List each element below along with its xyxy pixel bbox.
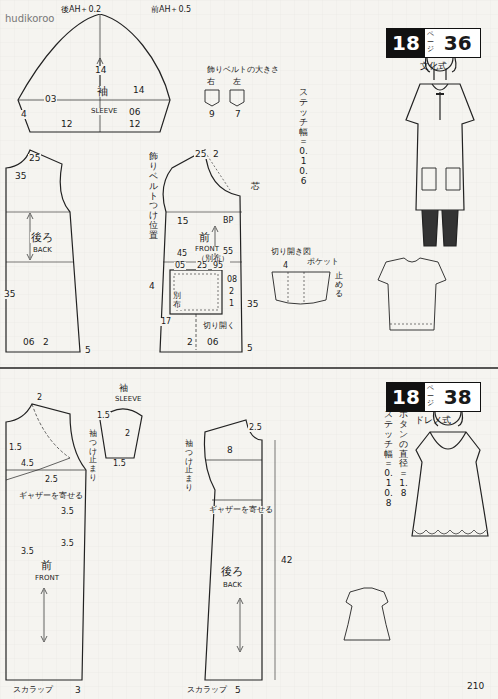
dimension-label: 06 [128, 108, 141, 117]
dimension-label: 06 [206, 338, 219, 347]
dimension-label: 2.5 [248, 424, 263, 432]
vertical-note: ボタンの直径＝1.8 [398, 410, 409, 499]
dimension-label: 袖 [96, 86, 109, 97]
dimension-label: 4 [282, 262, 289, 270]
dimension-label: BP [222, 217, 234, 225]
dimension-label: 2 [228, 288, 235, 296]
dimension-label: 2 [36, 394, 43, 402]
dimension-label: 06 [22, 338, 35, 347]
vertical-note: 袖つけ止まり [184, 440, 194, 493]
vertical-note: ステッチ幅＝0.1 0.8 [383, 410, 394, 509]
dimension-label: 5 [84, 346, 92, 355]
dimension-label: 後ろ [30, 232, 54, 243]
dimension-label: 3.5 [20, 548, 35, 556]
dimension-label: 4 [20, 110, 28, 119]
method-name: 文化式 [387, 60, 480, 73]
vertical-note: 止める [334, 272, 344, 298]
method-name: ドレメ式 [387, 414, 480, 427]
dimension-label: 25 [28, 154, 41, 163]
dimension-label: SLEEVE [114, 396, 142, 403]
dimension-label: 左 [232, 78, 242, 86]
dimension-label: 15 [176, 217, 189, 226]
dimension-label: 08 [226, 276, 238, 284]
item-badge: 18ページ38ドレメ式 [386, 382, 481, 412]
dimension-label: 7 [234, 110, 242, 119]
dimension-label: 後AH＋0.2 [60, 6, 102, 14]
dimension-label: 1.5 [8, 444, 23, 452]
dimension-label: 2 [124, 430, 131, 438]
dimension-label: 12 [60, 120, 73, 129]
dimension-label: 14 [132, 86, 145, 95]
dimension-label: 4.5 [20, 460, 35, 468]
dimension-label: 3.5 [60, 540, 75, 548]
dimension-label: 前 [40, 560, 53, 571]
dimension-label: SLEEVE [90, 108, 118, 115]
dimension-label: 4 [148, 282, 156, 291]
dimension-label: 1.5 [96, 412, 111, 420]
dimension-label: 2 [42, 338, 50, 347]
dimension-label: ポケット [306, 258, 340, 266]
dimension-label: 42 [280, 556, 293, 565]
dimension-label: 12 [128, 120, 141, 129]
dimension-label: 05 [174, 262, 186, 270]
dimension-label: 9 [208, 110, 216, 119]
page-unit: ページ [425, 29, 436, 57]
dimension-label: BACK [32, 247, 53, 254]
dimension-label: 5 [246, 344, 254, 353]
dimension-label: 03 [44, 95, 57, 104]
dimension-label: スカラップ [186, 686, 228, 694]
dimension-label: ギャザーを寄せる [18, 492, 84, 500]
item-badge: 18ページ36文化式 [386, 28, 481, 58]
vertical-note: ステッチ幅＝0.1 0.6 [298, 88, 309, 187]
dimension-label: 14 [94, 66, 107, 75]
dimension-label: 25 [194, 150, 207, 159]
dimension-label: 切り開く [202, 322, 236, 330]
vertical-note: 飾りベルトつけ位置 [148, 152, 159, 241]
dimension-label: 2 [212, 150, 220, 159]
vertical-note: 別布 [172, 292, 182, 310]
dimension-label: スカラップ [12, 686, 54, 694]
dimension-label: 3 [74, 686, 82, 695]
dimension-label: 飾りベルトの大きさ [206, 66, 280, 74]
dimension-label: 35 [14, 172, 27, 181]
dimension-label: 切り開き図 [270, 248, 312, 256]
dimension-label: 45 [176, 250, 188, 258]
page-number: 18 [387, 383, 425, 411]
dimension-label: FRONT [34, 575, 60, 582]
dimension-label: ギャザーを寄せる [208, 506, 274, 514]
dimension-label: 95 [212, 262, 224, 270]
dimension-label: 8 [226, 446, 234, 455]
page-unit: ページ [425, 383, 436, 411]
dimension-label: 1.5 [112, 460, 127, 468]
dimension-label: 55 [222, 248, 234, 256]
dimension-label: 210 [466, 682, 485, 691]
dimension-label: 35 [3, 290, 16, 299]
dimension-label: 3.5 [60, 508, 75, 516]
dimension-label: 前AH＋0.5 [150, 6, 192, 14]
dimension-label: 5 [234, 686, 242, 695]
dimension-label: 芯 [250, 182, 261, 191]
dimension-label: FRONT [194, 246, 220, 253]
dimension-label: 後ろ [220, 566, 244, 577]
item-number: 36 [436, 29, 480, 57]
dimension-label: 前 [198, 232, 211, 243]
dimension-label: 1 [228, 300, 235, 308]
item-number: 38 [436, 383, 480, 411]
dimension-label: 35 [246, 300, 259, 309]
dimension-label: 右 [206, 78, 216, 86]
dimension-label: BACK [222, 582, 243, 589]
page-number: 18 [387, 29, 425, 57]
vertical-note: 袖つけ止まり [88, 430, 98, 483]
dimension-label: hudikoroo [4, 14, 55, 24]
dimension-label: 17 [160, 318, 172, 326]
dimension-label: 2 [186, 338, 194, 347]
dimension-label: 2.5 [44, 476, 59, 484]
dimension-label: 25 [196, 262, 208, 270]
dimension-label: 袖 [118, 384, 129, 393]
